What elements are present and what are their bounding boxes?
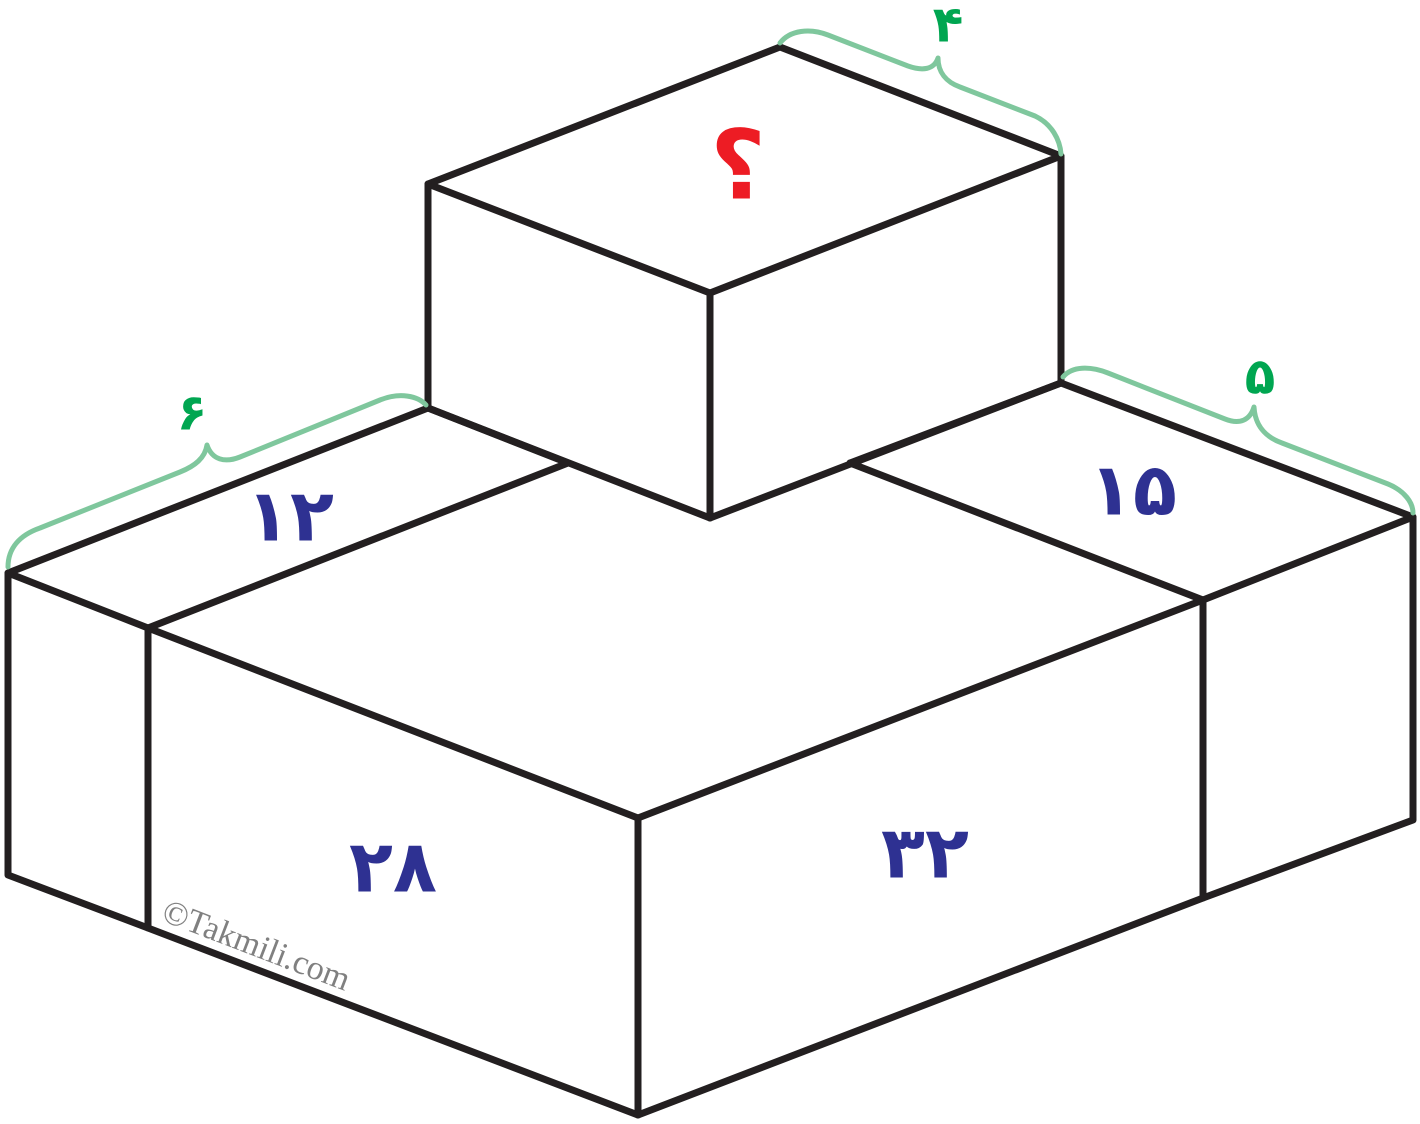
unknown-area-label: ؟ <box>710 109 766 221</box>
brace-right-depth <box>1060 365 1416 516</box>
right-depth-label: ۵ <box>1245 348 1276 406</box>
front-right-area-label: ۳۲ <box>881 811 969 895</box>
brace-left-depth <box>5 393 429 570</box>
base-front-right-face <box>634 596 1207 1119</box>
base-front-left-face <box>144 624 642 1119</box>
base-right-end-face <box>1199 513 1417 902</box>
front-left-area-label: ۲۸ <box>349 825 437 909</box>
base-top-right-divider <box>846 459 1207 604</box>
top-block-right-face <box>706 152 1065 522</box>
base-left-end-face <box>4 569 152 932</box>
right-top-area-label: ۱۵ <box>1089 448 1177 532</box>
brace-top-width <box>777 28 1064 157</box>
top-block-left-face <box>424 180 714 522</box>
left-depth-label: ۶ <box>177 384 208 442</box>
left-top-area-label: ۱۲ <box>246 474 334 558</box>
top-width-label: ۴ <box>933 0 964 54</box>
